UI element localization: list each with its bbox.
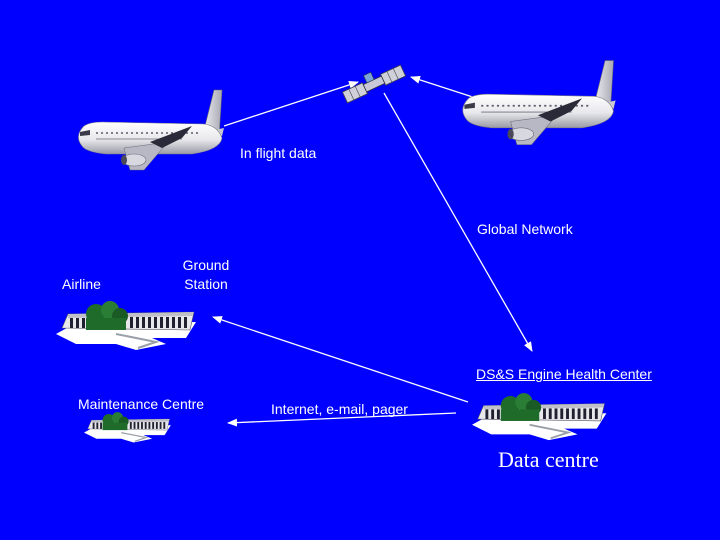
maintenance-building-icon [84,412,171,442]
global-network-label: Global Network [477,220,573,239]
satellite-icon [340,60,406,103]
right-airplane-icon [463,61,616,145]
data-centre-building-icon [472,393,606,440]
airline-label: Airline [62,275,101,294]
health-center-label: DS&S Engine Health Center [476,365,652,384]
arrow-plane2-to-satellite [411,77,482,100]
internet-label: Internet, e-mail, pager [271,400,408,419]
in-flight-data-label: In flight data [240,144,316,163]
arrow-plane-to-satellite [224,82,358,126]
arrow-datacentre-to-ground [213,317,468,402]
maintenance-centre-label: Maintenance Centre [78,395,204,414]
ground-station-label: Ground Station [170,256,242,294]
data-centre-label: Data centre [498,448,599,472]
left-airplane-icon [78,90,224,170]
airline-building-icon [56,301,196,350]
